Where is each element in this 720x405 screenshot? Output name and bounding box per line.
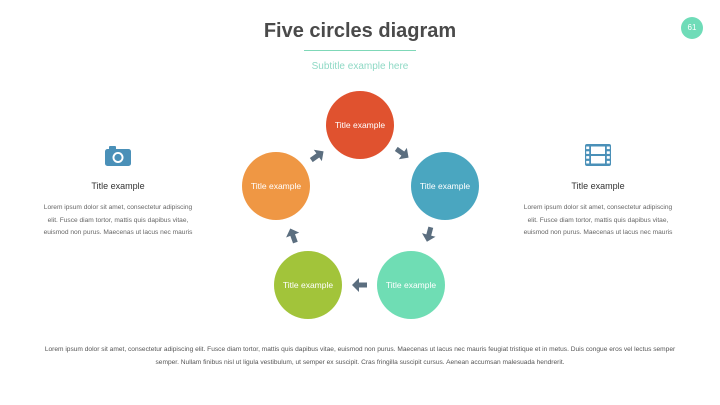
circle-top-label: Title example [334, 119, 386, 130]
camera-icon [105, 146, 131, 166]
circle-left-label: Title example [250, 180, 302, 191]
arrow-icon-bottom-left-to-left [286, 228, 300, 244]
right-panel-title: Title example [571, 181, 625, 191]
slide-subtitle: Subtitle example here [311, 61, 409, 72]
arrow-icon-bottom-right-to-bottom-left [352, 278, 367, 292]
circle-right-label: Title example [419, 180, 471, 191]
page-number-badge: 61 [681, 17, 703, 39]
film-icon [585, 144, 611, 166]
circle-top: Title example [326, 91, 394, 159]
right-panel: Title example Lorem ipsum dolor sit amet… [523, 143, 673, 240]
circle-bottom-right-label: Title example [385, 279, 437, 290]
footer-text: Lorem ipsum dolor sit amet, consectetur … [44, 346, 676, 366]
circle-bottom-left: Title example [274, 251, 342, 319]
left-panel-title: Title example [91, 181, 145, 191]
circle-bottom-right: Title example [377, 251, 445, 319]
arrow-icon-right-to-bottom [421, 226, 436, 242]
left-panel-text: Lorem ipsum dolor sit amet, consectetur … [43, 204, 193, 237]
title-underline [304, 50, 416, 51]
right-panel-text: Lorem ipsum dolor sit amet, consectetur … [523, 204, 673, 237]
left-panel: Title example Lorem ipsum dolor sit amet… [43, 143, 193, 240]
circle-right: Title example [411, 152, 479, 220]
arrow-icon-top-to-right [394, 146, 409, 160]
slide-title: Five circles diagram [263, 20, 457, 42]
circle-bottom-left-label: Title example [282, 279, 334, 290]
arrow-icon-left-to-top [309, 149, 324, 163]
circle-left: Title example [242, 152, 310, 220]
